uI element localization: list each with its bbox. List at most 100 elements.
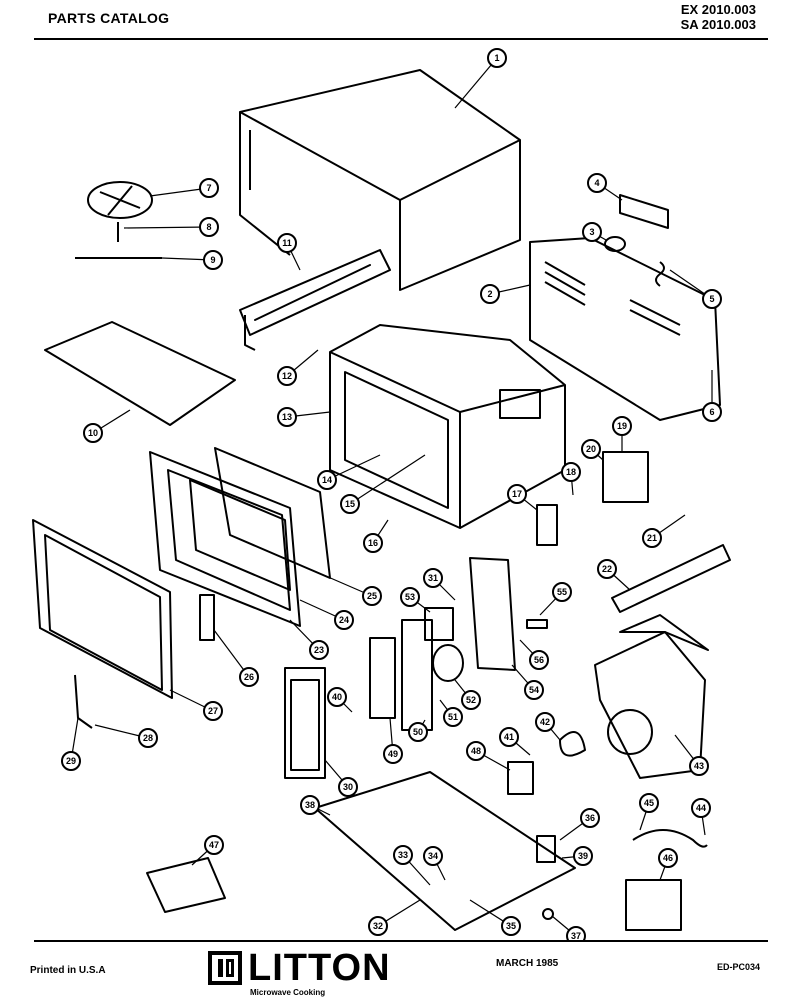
spacer — [526, 619, 548, 629]
callout-52: 52 — [454, 679, 481, 710]
callout-50: 50 — [408, 719, 428, 742]
callout-54: 54 — [511, 664, 544, 700]
callout-39: 39 — [561, 846, 593, 866]
callout-number: 33 — [398, 850, 408, 860]
callout-circle — [461, 690, 481, 710]
callout-circle — [702, 402, 722, 422]
callout-circle — [362, 586, 382, 606]
callout-circle — [487, 48, 507, 68]
callout-11: 11 — [277, 233, 301, 271]
callout-circle — [204, 835, 224, 855]
callout-22: 22 — [597, 559, 631, 591]
callout-circle — [507, 484, 527, 504]
grommet — [542, 908, 554, 920]
callout-number: 25 — [367, 591, 377, 601]
callout-53: 53 — [400, 587, 431, 613]
callout-5: 5 — [669, 269, 722, 309]
switch-plate — [369, 637, 396, 719]
callout-circle — [203, 250, 223, 270]
callout-number: 7 — [206, 183, 211, 193]
callout-16: 16 — [363, 519, 389, 553]
header-rule — [34, 38, 768, 40]
callout-circle — [363, 533, 383, 553]
callout-28: 28 — [94, 724, 158, 748]
callout-40: 40 — [327, 687, 353, 713]
callout-leader — [123, 226, 210, 229]
callout-circle — [338, 777, 358, 797]
callout-6: 6 — [702, 370, 722, 422]
callout-number: 11 — [282, 238, 292, 248]
door-panel — [32, 519, 173, 699]
callout-25: 25 — [311, 569, 382, 606]
callout-number: 23 — [314, 645, 324, 655]
callout-number: 52 — [466, 695, 476, 705]
callout-32: 32 — [368, 899, 421, 936]
callout-43: 43 — [674, 734, 709, 776]
callout-circle — [277, 366, 297, 386]
callout-leader — [311, 569, 373, 597]
callout-37: 37 — [551, 915, 586, 940]
door-seal — [189, 479, 291, 591]
callout-circle — [582, 222, 602, 242]
litton-logo: LITTON — [208, 946, 391, 990]
callout-number: 40 — [332, 692, 342, 702]
callout-number: 29 — [66, 756, 76, 766]
callout-number: 16 — [368, 538, 378, 548]
callout-circle — [529, 650, 549, 670]
callout-38: 38 — [300, 795, 331, 816]
callout-number: 28 — [143, 733, 153, 743]
callout-circle — [581, 439, 601, 459]
callout-circle — [658, 848, 678, 868]
exploded-parts-diagram: 1234567891011121314151617181920212223242… — [32, 48, 731, 940]
fan-blade — [87, 181, 153, 219]
callout-1: 1 — [454, 48, 507, 109]
callout-3: 3 — [582, 222, 607, 242]
callout-number: 24 — [339, 615, 349, 625]
model-ex: EX 2010.003 — [680, 2, 756, 17]
callout-number: 9 — [210, 255, 215, 265]
oven-cavity — [329, 324, 566, 529]
callout-circle — [393, 845, 413, 865]
model-sa: SA 2010.003 — [680, 17, 756, 32]
callout-number: 6 — [709, 407, 714, 417]
callout-number: 4 — [594, 178, 599, 188]
callout-number: 31 — [428, 573, 438, 583]
callout-27: 27 — [169, 689, 223, 721]
callout-number: 47 — [209, 840, 219, 850]
callout-circle — [552, 582, 572, 602]
callout-20: 20 — [581, 439, 604, 461]
callout-number: 22 — [602, 564, 612, 574]
interlock-switch — [536, 504, 558, 546]
callout-33: 33 — [393, 845, 431, 886]
callout-number: 30 — [343, 782, 353, 792]
callout-circle — [691, 798, 711, 818]
callout-number: 12 — [282, 371, 292, 381]
callout-44: 44 — [691, 798, 711, 836]
callout-9: 9 — [161, 250, 223, 270]
callout-number: 43 — [694, 761, 704, 771]
callout-49: 49 — [383, 717, 403, 764]
callout-circle — [340, 494, 360, 514]
magnetron — [602, 451, 649, 503]
callout-circle — [466, 741, 486, 761]
blower-fan — [559, 731, 586, 757]
callout-number: 21 — [647, 533, 657, 543]
callout-number: 42 — [540, 717, 550, 727]
callout-29: 29 — [61, 717, 81, 771]
callout-circle — [689, 756, 709, 776]
footer-rule — [34, 940, 768, 942]
callout-26: 26 — [213, 629, 259, 687]
callout-number: 45 — [644, 798, 654, 808]
callout-2: 2 — [480, 284, 531, 304]
callout-23: 23 — [289, 619, 329, 660]
callout-number: 20 — [586, 444, 596, 454]
callout-circle — [580, 808, 600, 828]
timer — [424, 607, 454, 641]
callout-circle — [443, 707, 463, 727]
callout-31: 31 — [423, 568, 456, 601]
callout-circle — [300, 795, 320, 815]
callout-circle — [702, 289, 722, 309]
callout-circle — [383, 744, 403, 764]
callout-circle — [368, 916, 388, 936]
callout-56: 56 — [519, 639, 549, 670]
